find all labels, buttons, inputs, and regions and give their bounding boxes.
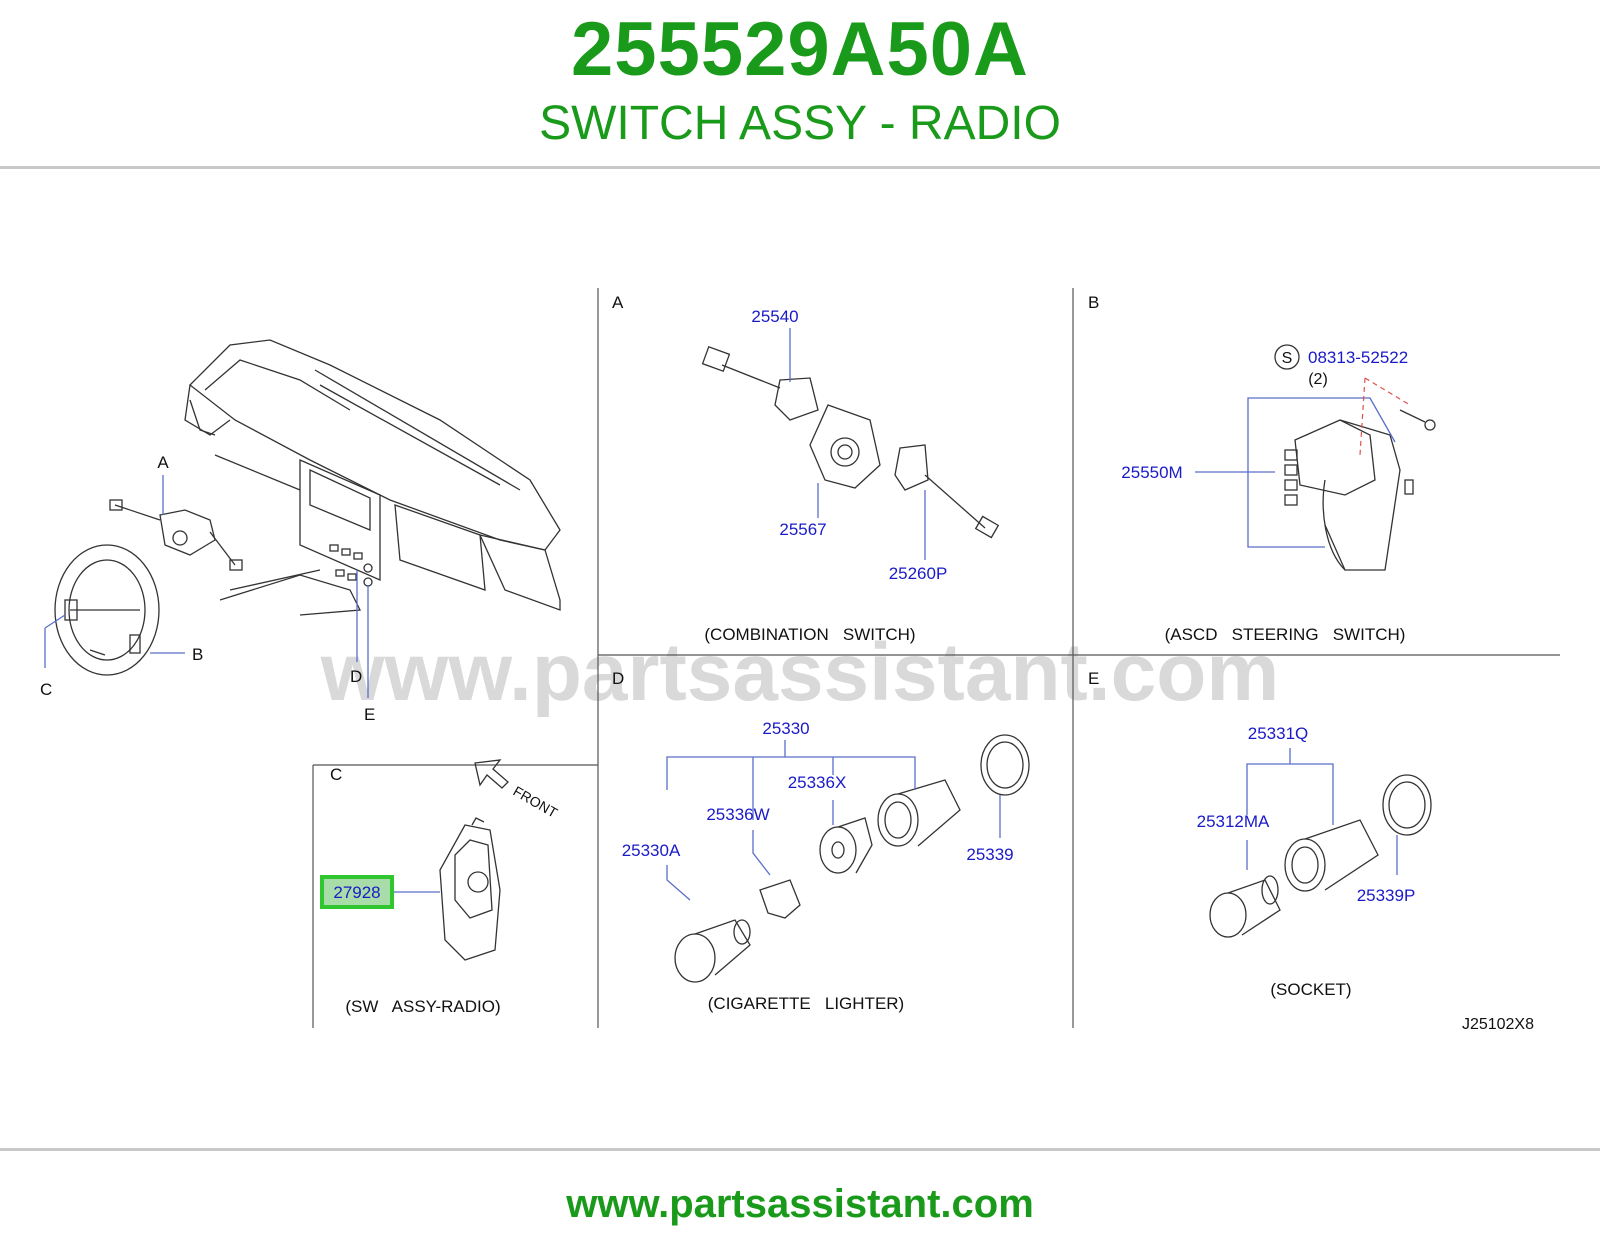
callout-25550m[interactable]: 25550M xyxy=(1121,463,1182,482)
footer-url-link[interactable]: www.partsassistant.com xyxy=(566,1182,1034,1226)
panel-a-caption: (COMBINATION SWITCH) xyxy=(704,625,915,644)
panel-b-letter: B xyxy=(1088,293,1099,312)
callout-25540[interactable]: 25540 xyxy=(751,307,798,326)
callout-25330[interactable]: 25330 xyxy=(762,719,809,738)
socket-drawing xyxy=(1209,774,1432,938)
header-divider xyxy=(0,166,1600,169)
panel-a-letter: A xyxy=(612,293,624,312)
callout-25339p[interactable]: 25339P xyxy=(1357,886,1416,905)
highlighted-part-box[interactable] xyxy=(320,875,394,909)
callout-25339[interactable]: 25339 xyxy=(966,845,1013,864)
overview-label-d: D xyxy=(350,667,362,686)
panel-a-leaders xyxy=(789,328,926,560)
callout-25330a[interactable]: 25330A xyxy=(622,841,681,860)
overview-illustration xyxy=(54,339,561,676)
callout-25331q[interactable]: 25331Q xyxy=(1248,724,1309,743)
callout-25312ma[interactable]: 25312MA xyxy=(1197,812,1270,831)
screw-quantity: (2) xyxy=(1308,371,1328,388)
panel-b-leaders xyxy=(1195,397,1396,548)
screw-symbol-circle xyxy=(1274,344,1300,370)
callout-25336x[interactable]: 25336X xyxy=(788,773,847,792)
front-label: FRONT xyxy=(511,783,561,821)
overview-label-b: B xyxy=(192,645,203,664)
callout-25567[interactable]: 25567 xyxy=(779,520,826,539)
page-header: 255529A50A SWITCH ASSY - RADIO xyxy=(0,0,1600,170)
panel-borders xyxy=(312,288,1560,1028)
panel-d-letter: D xyxy=(612,669,624,688)
panel-b-dashed-leaders xyxy=(1359,377,1411,456)
footer-divider xyxy=(0,1148,1600,1151)
drawing-code: J25102X8 xyxy=(1462,1016,1534,1033)
screw-symbol: S xyxy=(1282,350,1293,367)
overview-label-a: A xyxy=(157,453,169,472)
callout-27928[interactable]: 27928 xyxy=(333,883,380,902)
radio-switch-drawing xyxy=(439,817,501,961)
panel-e-letter: E xyxy=(1088,669,1099,688)
part-title: SWITCH ASSY - RADIO xyxy=(539,97,1061,150)
panel-b-caption: (ASCD STEERING SWITCH) xyxy=(1165,625,1406,644)
callout-08313-52522[interactable]: 08313-52522 xyxy=(1308,348,1408,367)
panel-d-caption: (CIGARETTE LIGHTER) xyxy=(708,994,904,1013)
cigarette-lighter-drawing xyxy=(674,734,1030,983)
watermark-text: www.partsassistant.com xyxy=(320,627,1280,718)
overview-leaders xyxy=(44,475,369,698)
overview-label-e: E xyxy=(364,705,375,724)
panel-e-caption: (SOCKET) xyxy=(1270,980,1351,999)
panel-d-leaders xyxy=(666,740,1001,901)
panel-e-leaders xyxy=(1246,748,1398,875)
callout-25336w[interactable]: 25336W xyxy=(706,805,769,824)
combination-switch-drawing xyxy=(701,345,1000,539)
overview-label-c: C xyxy=(40,680,52,699)
parts-diagram: www.partsassistant.com xyxy=(40,288,1560,1033)
panel-c-caption: (SW ASSY-RADIO) xyxy=(345,997,500,1016)
callout-25260p[interactable]: 25260P xyxy=(889,564,948,583)
panel-c-letter: C xyxy=(330,765,342,784)
part-number: 255529A50A xyxy=(571,7,1029,92)
ascd-switch-drawing xyxy=(1284,409,1436,571)
front-arrow xyxy=(474,759,509,789)
